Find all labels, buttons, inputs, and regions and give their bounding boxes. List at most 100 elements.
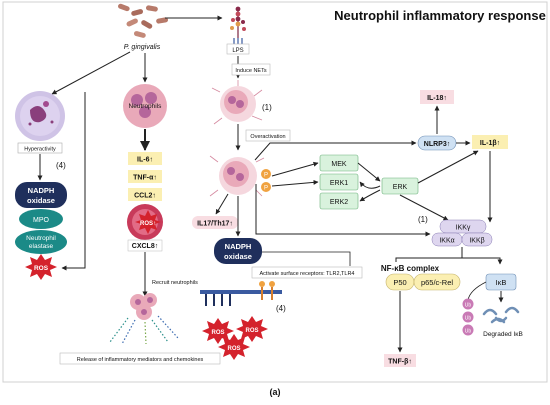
tnfb-box xyxy=(384,354,416,367)
surface-receptors-label: Activate surface receptors: TLR2,TLR4 xyxy=(260,271,355,277)
erk2-label: ERK2 xyxy=(330,199,348,206)
lps-label: LPS xyxy=(232,48,243,54)
arrow-erk-to-il1b xyxy=(417,150,479,184)
arrow-p-to-erk1 xyxy=(271,179,319,187)
nadph-oxidase-middle xyxy=(214,238,262,264)
induce-nets-label: Induce NETs xyxy=(235,68,266,74)
nfkb-complex-label: NF-κB complex xyxy=(381,264,440,273)
erk1-label: ERK1 xyxy=(330,180,348,187)
ikk-gamma-box xyxy=(439,219,487,234)
ubiquitin-3 xyxy=(462,324,474,336)
step-1-top-label: (1) xyxy=(262,103,272,112)
overactivated-neutrophil-icon xyxy=(209,155,265,197)
arrow-pathogen-to-hyperactive-cell xyxy=(51,51,131,95)
p-gingivalis-bacteria-icon xyxy=(118,3,169,38)
ikkb-label: IKKβ xyxy=(469,238,484,245)
nlrp3-label: NLRP3↑ xyxy=(424,141,450,148)
arrow-to-ros-left xyxy=(61,92,86,271)
cxcl8-label: CXCL8↑ xyxy=(132,243,158,250)
recruit-neutrophils-label: Recruit neutrophils xyxy=(152,280,198,286)
cxcl8-box xyxy=(127,239,163,252)
neutrophil-cell-icon xyxy=(123,84,167,128)
step-1-right-label: (1) xyxy=(418,215,428,224)
ubiquitin-2 xyxy=(462,311,474,323)
figure-title: Neutrophil inflammatory response xyxy=(334,8,546,23)
ros-burst-middle xyxy=(135,210,161,234)
ikk-beta-box xyxy=(461,232,493,247)
release-mediators-label: Release of inflammatory mediators and ch… xyxy=(77,357,204,363)
ubiquitin-1 xyxy=(462,298,474,310)
erk-box xyxy=(381,177,419,195)
ccl2-box xyxy=(128,188,162,201)
il17-box xyxy=(192,216,238,229)
arrow-ikk-to-ikb xyxy=(462,257,503,265)
p1-label: P xyxy=(264,173,268,179)
p65-label: p65/c-Rel xyxy=(421,278,453,287)
il17-label: IL17/Th17↑ xyxy=(197,221,233,228)
ros-mid-label: ROS↑ xyxy=(140,221,156,227)
neutrophil-elastase-shape xyxy=(15,230,67,254)
p-gingivalis-label: P. gingivalis xyxy=(124,44,161,51)
ccl2-label: CCL2↑ xyxy=(134,193,156,200)
hyperactive-neutrophil-icon xyxy=(15,91,65,141)
mpo-shape xyxy=(19,209,63,229)
p50-label: P50 xyxy=(393,278,406,287)
phosphate-badge-1 xyxy=(261,169,271,179)
arrow-p-to-mek xyxy=(271,161,319,177)
erk-label: ERK xyxy=(393,184,408,191)
arrow-erk-to-erk1 xyxy=(359,181,381,189)
mek-label: MEK xyxy=(331,161,347,168)
elastase-line2: elastase xyxy=(29,243,54,250)
il6-label: IL-6↑ xyxy=(137,157,153,164)
overactivation-box xyxy=(245,129,291,142)
degraded-ikb-label: Degraded IκB xyxy=(483,331,523,338)
ub1-label: Ub xyxy=(465,303,472,309)
ros-burst-bottom-1 xyxy=(202,318,234,344)
net-neutrophil-icon xyxy=(211,80,263,125)
connector-ikk-nfkb xyxy=(395,247,463,262)
arrow-cell-to-il17 xyxy=(215,193,229,215)
arrow-cell-to-ikk xyxy=(255,184,431,237)
mediator-release-dots xyxy=(109,315,179,345)
tnfa-label: TNF-α↑ xyxy=(133,175,157,182)
ikka-label: IKKα xyxy=(439,238,454,245)
elastase-line1: Neutrophil xyxy=(26,235,56,242)
mpo-label: MPO xyxy=(33,217,50,224)
hyperactivity-label: Hyperactivity xyxy=(24,147,56,153)
induce-nets-box xyxy=(231,63,271,76)
ub3-label: Ub xyxy=(465,329,472,335)
tnfa-box xyxy=(128,170,162,183)
ros-burst-bottom-3 xyxy=(236,316,268,342)
arrow-erk-to-erk2 xyxy=(359,189,381,202)
tnfb-label: TNF-β↑ xyxy=(388,359,412,366)
il18-box xyxy=(420,90,454,104)
overactivation-label: Overactivation xyxy=(250,134,285,140)
il6-box xyxy=(128,152,162,165)
recruited-neutrophils-icon xyxy=(130,293,157,320)
arrow-erk-to-ikk xyxy=(399,194,449,221)
arrow-mek-to-erk xyxy=(357,162,381,182)
lps-molecule-icon xyxy=(230,6,246,45)
p2-label: P xyxy=(264,186,268,192)
il1b-box xyxy=(472,135,508,149)
nadph-left-line1: NADPH xyxy=(28,186,55,195)
phosphate-badge-2 xyxy=(261,182,271,192)
erk1-box xyxy=(319,173,359,191)
arrow-cell-to-nlrp3 xyxy=(254,140,417,161)
panel-border xyxy=(2,1,548,383)
figure-caption: (a) xyxy=(270,387,281,397)
ros-b3-label: ROS xyxy=(245,328,258,334)
ros-left-label: ROS xyxy=(34,265,49,272)
ubiquitin-link xyxy=(467,281,487,301)
release-mediators-box xyxy=(59,352,221,365)
nadph-mid-line1: NADPH xyxy=(225,242,252,251)
il1b-label: IL-1β↑ xyxy=(480,140,500,147)
neutrophils-label: Neutrophils xyxy=(129,103,163,110)
nadph-oxidase-left xyxy=(15,182,67,208)
ros-b1-label: ROS xyxy=(211,330,224,336)
p65-box xyxy=(413,273,461,291)
membrane-receptors-icon xyxy=(200,281,282,306)
ikb-label: IκB xyxy=(496,278,507,287)
